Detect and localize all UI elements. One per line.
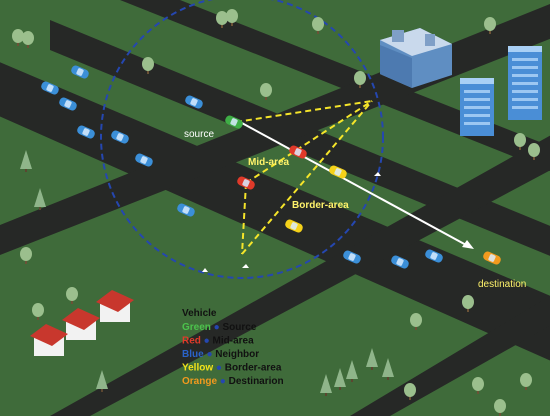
legend-color-word: Blue xyxy=(182,349,204,360)
path-border-bottom-to-top xyxy=(241,100,373,255)
border-area-label: Border-area xyxy=(292,200,349,211)
legend-description: Destinarion xyxy=(229,376,284,387)
legend-item: Yellow ● Border-area xyxy=(182,363,282,374)
legend-title: Vehicle xyxy=(182,308,217,319)
road-crossing-3 xyxy=(350,296,550,416)
legend-dot: ● xyxy=(213,363,225,374)
legend-dot: ● xyxy=(217,376,229,387)
road-crossing-2 xyxy=(50,135,550,416)
path-source-to-border xyxy=(235,100,373,123)
road-northwest-diagonal xyxy=(120,0,550,172)
legend-color-word: Orange xyxy=(182,376,217,387)
legend-color-word: Yellow xyxy=(182,363,213,374)
legend-color-word: Green xyxy=(182,322,211,333)
legend-dot: ● xyxy=(201,336,213,347)
dissemination-paths xyxy=(235,100,373,255)
legend-item: Orange ● Destinarion xyxy=(182,376,284,387)
legend-dot: ● xyxy=(204,349,216,360)
destination-label: destination xyxy=(478,279,526,290)
legend-description: Neighbor xyxy=(215,349,259,360)
signal-marks xyxy=(202,172,381,272)
legend-item: Blue ● Neighbor xyxy=(182,349,259,360)
road-main-diagonal xyxy=(0,62,550,361)
path-mid-to-border-top xyxy=(245,100,373,184)
legend-description: Source xyxy=(223,322,257,333)
house-3 xyxy=(30,324,68,356)
legend-item: Green ● Source xyxy=(182,322,257,333)
office-building xyxy=(380,28,452,88)
source-label: source xyxy=(184,129,214,140)
transmission-range-circle xyxy=(100,0,384,279)
mid-area-label: Mid-area xyxy=(248,157,290,168)
path-mid-down xyxy=(241,182,247,255)
legend-description: Mid-area xyxy=(213,336,255,347)
tower-2 xyxy=(508,46,542,120)
legend-item: Red ● Mid-area xyxy=(182,336,254,347)
legend-description: Border-area xyxy=(225,363,282,374)
route-arrow xyxy=(239,121,474,249)
house-2 xyxy=(62,308,100,340)
legend-color-word: Red xyxy=(182,336,201,347)
road-upper-diagonal xyxy=(50,20,550,256)
tower-1 xyxy=(460,78,494,136)
legend-dot: ● xyxy=(211,322,223,333)
house-1 xyxy=(96,290,134,322)
